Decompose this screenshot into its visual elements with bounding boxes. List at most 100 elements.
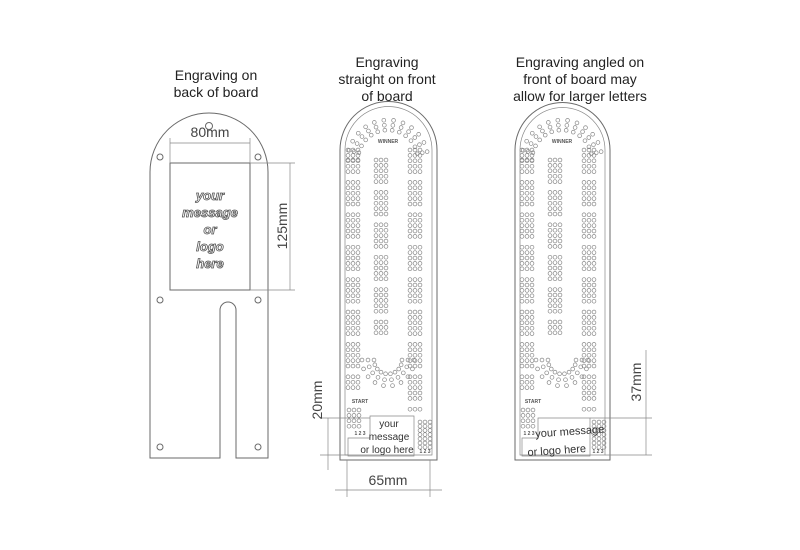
peg-hole (591, 423, 597, 429)
peg-hole (529, 347, 535, 353)
peg-hole (581, 342, 587, 347)
peg-hole (412, 169, 418, 174)
peg-hole (524, 212, 530, 218)
peg-hole (591, 212, 597, 218)
peg-hole (378, 303, 384, 309)
peg-hole (581, 190, 587, 196)
peg-hole (427, 428, 433, 433)
peg-hole (417, 315, 423, 320)
peg-hole (350, 315, 356, 320)
peg-hole (373, 254, 379, 260)
peg-hole (552, 254, 558, 260)
peg-hole (355, 223, 361, 228)
peg-hole (383, 371, 388, 377)
peg-hole (581, 385, 587, 390)
peg-hole (359, 143, 364, 149)
peg-hole (355, 250, 361, 255)
peg-hole (520, 148, 526, 153)
peg-hole (547, 190, 553, 195)
peg-hole (525, 407, 531, 413)
peg-hole (407, 406, 413, 412)
peg-hole (417, 331, 423, 336)
peg-hole (378, 168, 384, 174)
peg-hole (412, 325, 418, 331)
peg-hole (407, 255, 413, 261)
peg-hole (417, 432, 423, 437)
peg-hole (345, 190, 351, 196)
peg-hole (557, 157, 563, 163)
peg-hole (407, 320, 413, 326)
peg-hole (407, 223, 413, 228)
peg-hole (552, 163, 558, 168)
peg-hole (355, 358, 361, 363)
peg-hole (417, 282, 423, 288)
peg-hole (383, 287, 389, 292)
peg-hole (547, 238, 553, 244)
peg-hole (383, 190, 389, 195)
peg-hole (417, 320, 423, 326)
peg-hole (547, 244, 553, 249)
peg-hole (581, 288, 587, 293)
peg-hole (350, 342, 356, 347)
peg-hole (546, 380, 552, 385)
peg-hole (524, 266, 530, 272)
peg-hole (601, 436, 607, 442)
peg-hole (371, 357, 377, 363)
peg-holes (519, 117, 607, 450)
message-line3: or logo here (360, 445, 414, 456)
peg-hole (411, 357, 417, 363)
peg-hole (407, 212, 413, 218)
peg-hole (552, 211, 558, 217)
peg-hole (529, 250, 535, 255)
peg-hole (345, 282, 351, 288)
peg-hole (557, 292, 563, 298)
peg-hole (573, 357, 579, 363)
peg-hole (427, 423, 433, 429)
peg-hole (345, 363, 351, 369)
peg-hole (373, 168, 379, 174)
peg-hole (354, 141, 360, 146)
peg-hole (407, 190, 413, 196)
peg-hole (417, 163, 423, 169)
peg-hole (355, 234, 361, 239)
peg-hole (407, 147, 413, 153)
peg-hole (581, 374, 587, 380)
peg-hole (355, 342, 361, 347)
peg-hole (345, 157, 351, 163)
peg-hole (552, 369, 558, 375)
peg-hole (529, 266, 535, 272)
peg-hole (590, 132, 595, 137)
peg-hole (584, 366, 589, 372)
peg-hole (529, 153, 535, 158)
peg-hole (586, 325, 592, 331)
peg-hole (350, 217, 356, 223)
peg-hole (547, 179, 553, 184)
peg-hole (557, 254, 563, 260)
peg-hole (373, 238, 379, 244)
peg-hole (572, 380, 578, 385)
peg-hole (383, 211, 389, 217)
peg-hole (378, 211, 384, 217)
peg-hole (552, 200, 558, 206)
peg-hole (345, 315, 351, 320)
peg-hole (552, 319, 558, 325)
width-dimension: 80mm (191, 124, 230, 140)
peg-hole (355, 153, 361, 158)
peg-hole (557, 168, 563, 174)
peg-hole (569, 375, 575, 380)
peg-hole (562, 371, 567, 377)
peg-hole (412, 158, 418, 164)
peg-hole (519, 190, 525, 196)
peg-hole (378, 244, 384, 249)
peg-hole (586, 212, 592, 218)
peg-hole (581, 390, 587, 396)
peg-hole (345, 293, 351, 299)
peg-hole (601, 423, 607, 429)
peg-hole (351, 413, 357, 418)
peg-hole (557, 319, 563, 325)
peg-hole (405, 357, 411, 363)
peg-hole (383, 254, 389, 260)
peg-hole (417, 406, 423, 412)
peg-hole (350, 266, 356, 272)
peg-hole (412, 390, 418, 396)
